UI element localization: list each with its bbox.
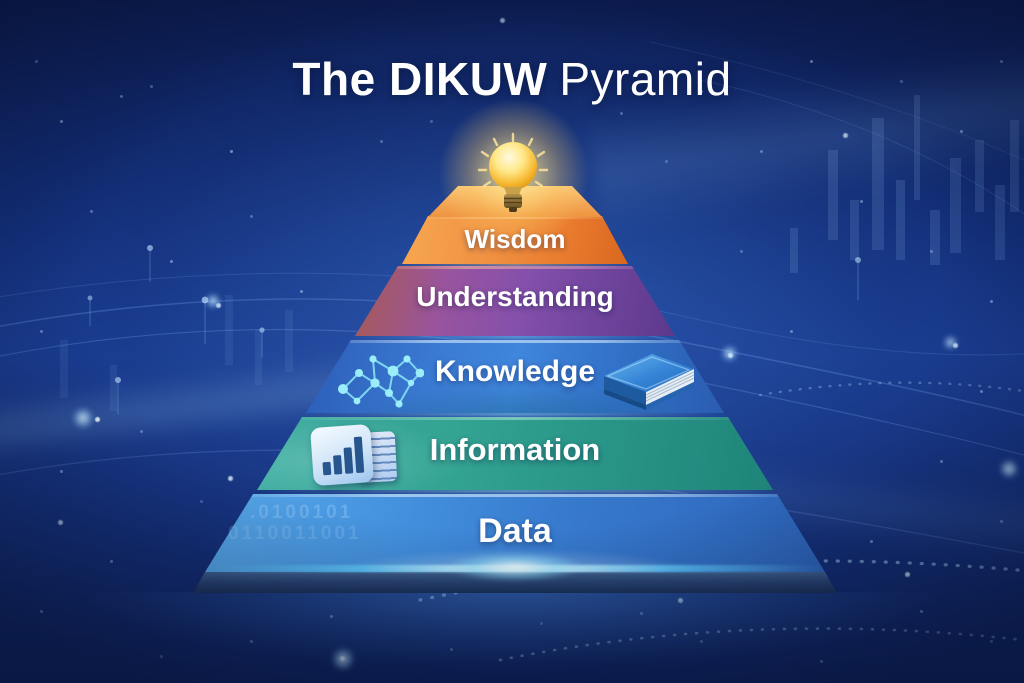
level-label-data: Data xyxy=(478,512,552,550)
title-bold-part: The DIKUW xyxy=(292,53,548,105)
level-label-knowledge: Knowledge xyxy=(434,355,596,388)
network-icon xyxy=(336,348,424,410)
chart-card xyxy=(310,423,374,487)
binary-digits: .0100101 xyxy=(250,502,354,523)
book-icon xyxy=(596,346,702,410)
bar-chart-icon xyxy=(310,423,404,488)
level-label-information: Information xyxy=(429,432,601,467)
floor-glow xyxy=(0,592,1024,683)
level-label-understanding: Understanding xyxy=(416,281,614,312)
title-regular-part: Pyramid xyxy=(559,53,732,105)
binary-digits: 0110011001 xyxy=(228,523,362,544)
base-glow-flare xyxy=(450,553,580,581)
level-label-wisdom: Wisdom xyxy=(464,224,566,254)
lightbulb-icon xyxy=(478,132,548,224)
